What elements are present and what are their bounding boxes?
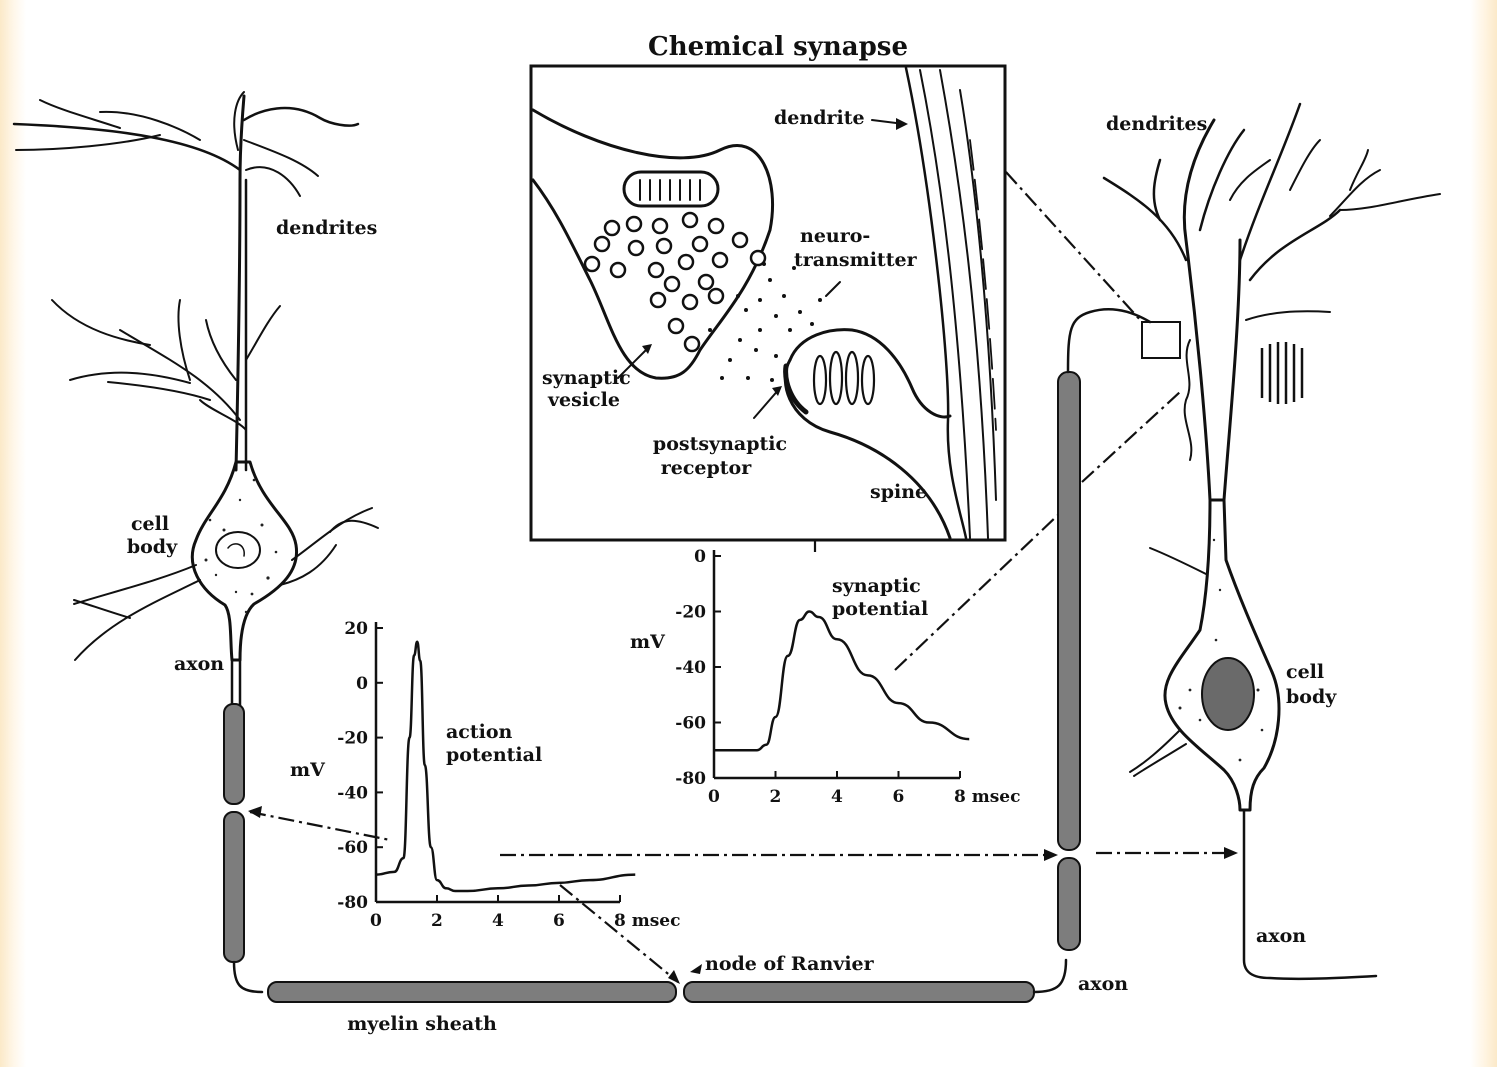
- neurotransmitter-label-2: transmitter: [794, 249, 918, 271]
- node-of-ranvier-arrow: [690, 964, 702, 974]
- figure-title: Chemical synapse: [648, 32, 908, 62]
- synaptic-potential-curve-label: potential: [832, 598, 928, 620]
- action-potential-x-tick-label: 8 msec: [614, 911, 680, 931]
- action-potential-y-tick-label: 0: [356, 674, 368, 694]
- action-potential-x-tick-label: 6: [553, 911, 565, 931]
- synaptic-vesicle-label-2: vesicle: [547, 389, 620, 411]
- cell-body-right-label-2: body: [1286, 686, 1337, 708]
- synaptic-potential-curve: [714, 612, 969, 751]
- action-potential-curve: [376, 642, 635, 891]
- node-of-ranvier-label: node of Ranvier: [705, 953, 875, 975]
- synaptic-vesicle-label-1: synaptic: [542, 367, 631, 389]
- postsynaptic-receptor-label-1: postsynaptic: [653, 433, 787, 455]
- axon-left-label: axon: [174, 653, 224, 675]
- dendrite-inset-label: dendrite: [774, 107, 865, 129]
- synaptic-potential-y-tick-label: -20: [675, 603, 706, 623]
- cell-body-left-label-2: body: [127, 536, 178, 558]
- synaptic-potential-x-tick-label: 0: [708, 787, 720, 807]
- synaptic-potential-x-tick-label: 8 msec: [954, 787, 1020, 807]
- cell-body-left-label-1: cell: [131, 513, 169, 535]
- myelin-sheath-label: myelin sheath: [347, 1013, 497, 1035]
- cell-body-right-label-1: cell: [1286, 661, 1324, 683]
- action-potential-y-tick-label: -60: [337, 838, 368, 858]
- action-potential-curve-label: potential: [446, 744, 542, 766]
- synaptic-potential-curve-label: synaptic: [832, 575, 921, 597]
- synaptic-potential-y-tick-label: -60: [675, 714, 706, 734]
- postsynaptic-receptor-label-2: receptor: [661, 457, 752, 479]
- action-potential-y-tick-label: -40: [337, 783, 368, 803]
- action-potential-x-tick-label: 2: [431, 911, 443, 931]
- synaptic-potential-y-tick-label: 0: [694, 547, 706, 567]
- synapse-inset: [531, 66, 1005, 540]
- neurotransmitter-label-1: neuro-: [800, 225, 870, 247]
- dendrites-left-label: dendrites: [276, 217, 377, 239]
- action-potential-y-tick-label: -20: [337, 729, 368, 749]
- axon-right-bottom-label: axon: [1078, 973, 1128, 995]
- dendrites-right-label: dendrites: [1106, 113, 1207, 135]
- synaptic-potential-y-axis-label: mV: [630, 631, 666, 653]
- synaptic-potential-y-tick-label: -80: [675, 769, 706, 789]
- action-potential-y-tick-label: 20: [344, 619, 368, 639]
- action-potential-x-tick-label: 4: [492, 911, 504, 931]
- axon-right-label: axon: [1256, 925, 1306, 947]
- action-potential-curve-label: action: [446, 721, 513, 743]
- spine-label: spine: [870, 481, 927, 503]
- right-neuron: [1104, 104, 1440, 979]
- action-potential-y-tick-label: -80: [337, 893, 368, 913]
- synaptic-potential-x-tick-label: 6: [893, 787, 905, 807]
- synaptic-potential-x-tick-label: 4: [831, 787, 843, 807]
- synaptic-potential-x-tick-label: 2: [770, 787, 782, 807]
- action-potential-y-axis-label: mV: [290, 759, 326, 781]
- synaptic-potential-y-tick-label: -40: [675, 658, 706, 678]
- action-potential-x-tick-label: 0: [370, 911, 382, 931]
